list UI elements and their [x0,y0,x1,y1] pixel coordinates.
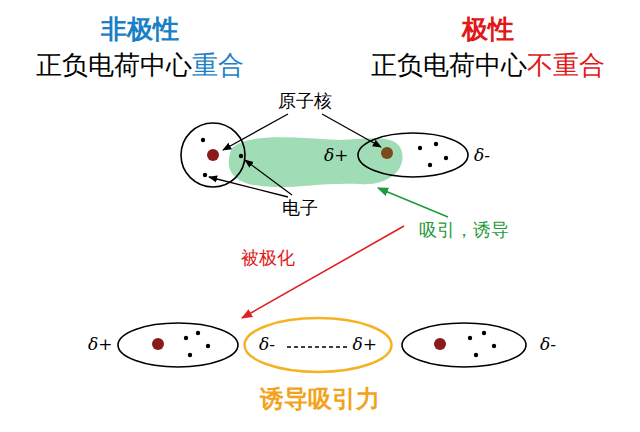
text-row: 吸引，诱导 [419,220,509,241]
text-row: 正负电荷中心重合 [36,51,244,81]
electron [418,146,422,150]
text-row: δ- [474,146,490,166]
text-row: 诱导吸引力 [260,386,380,414]
electron [444,156,448,160]
label-text: 不重合 [527,51,605,81]
leader-line [209,177,288,197]
polar-molecule [358,133,468,177]
charge-sign: δ- [474,146,490,166]
text-row: 非极性 [101,15,179,45]
charge-sign: δ- [259,335,275,355]
nucleus [152,338,164,350]
electron [206,344,210,348]
charge-sign: δ+ [324,146,348,166]
charge-sign: δ- [540,335,556,355]
electron [468,336,472,340]
label-text: 原子核 [278,91,332,112]
charge-sign: δ+ [88,335,112,355]
electron [492,344,496,348]
leader-line [322,114,381,147]
label-text: 重合 [192,51,244,81]
electron [474,353,478,357]
electron [184,336,188,340]
induced-attraction-ellipse: δ-δ+ [243,317,393,373]
leader-line [245,160,292,195]
label-text: 正负电荷中心 [371,51,527,81]
dashed-bond [287,346,350,347]
electron [434,142,438,146]
text-row: 电子 [282,198,318,219]
polarized-molecule [118,323,238,367]
electron [201,138,205,142]
label-text: 吸引，诱导 [419,220,509,241]
nucleus [381,147,393,159]
text-row: 原子核 [278,91,332,112]
electron [428,163,432,167]
nucleus [434,338,446,350]
label-text: 非极性 [101,15,179,45]
polar-molecule [402,323,526,367]
leader-line [223,114,288,150]
electron [196,331,200,335]
electron [239,154,243,158]
text-row: 极性 [462,15,514,45]
charge-sign: δ+ [353,335,377,355]
text-row: 被极化 [241,248,295,269]
induce-arrow [378,188,448,217]
electron [188,353,192,357]
label-text: 诱导吸引力 [260,386,380,414]
text-row: δ+ [324,146,348,166]
ellipse-outline [245,318,392,372]
text-row: 正负电荷中心不重合 [371,51,605,81]
label-text: 被极化 [241,248,295,269]
polarize-arrow [242,226,404,318]
label-text: 极性 [462,15,514,45]
electron [482,331,486,335]
label-text: 正负电荷中心 [36,51,192,81]
nucleus [207,149,219,161]
text-row: δ- [540,335,556,355]
label-text: 电子 [282,198,318,219]
text-row: δ+ [88,335,112,355]
electron [203,173,207,177]
